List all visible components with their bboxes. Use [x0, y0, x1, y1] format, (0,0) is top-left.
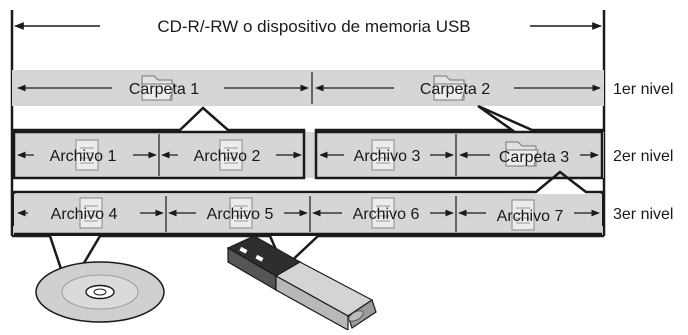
folder-2-label: Carpeta 2	[420, 81, 490, 98]
usb-drive-icon	[226, 235, 377, 332]
level-2-label: 2er nivel	[613, 148, 673, 165]
folder-1-label: Carpeta 1	[129, 81, 199, 98]
file-7-label: Archivo 7	[497, 208, 564, 225]
folder-3-callout	[12, 170, 604, 226]
level-3-band	[14, 194, 602, 234]
folder-2-callout	[314, 104, 604, 164]
file-6-label: Archivo 6	[353, 206, 420, 223]
cd-disc-icon	[35, 261, 165, 323]
file-icon	[229, 197, 253, 229]
media-title: CD-R/-RW o dispositivo de memoria USB	[157, 17, 470, 36]
file-2-label: Archivo 2	[194, 148, 261, 165]
file-3-label: Archivo 3	[354, 148, 421, 165]
file-5-label: Archivo 5	[207, 206, 274, 223]
folder-icon	[141, 75, 175, 101]
level-1-label: 1er nivel	[613, 81, 673, 98]
file-icon	[219, 139, 243, 171]
file-icon	[511, 199, 535, 231]
file-icon	[75, 139, 99, 171]
folder-icon	[433, 75, 467, 101]
folder-3-label: Carpeta 3	[499, 149, 569, 166]
level-3-label: 3er nivel	[613, 206, 673, 223]
folder-1-callout	[12, 106, 306, 164]
file-icon	[371, 139, 395, 171]
folder-icon	[505, 141, 539, 167]
file-1-label: Archivo 1	[50, 148, 117, 165]
file-icon	[79, 197, 103, 229]
file-icon	[371, 197, 395, 229]
file-4-label: Archivo 4	[51, 206, 118, 223]
